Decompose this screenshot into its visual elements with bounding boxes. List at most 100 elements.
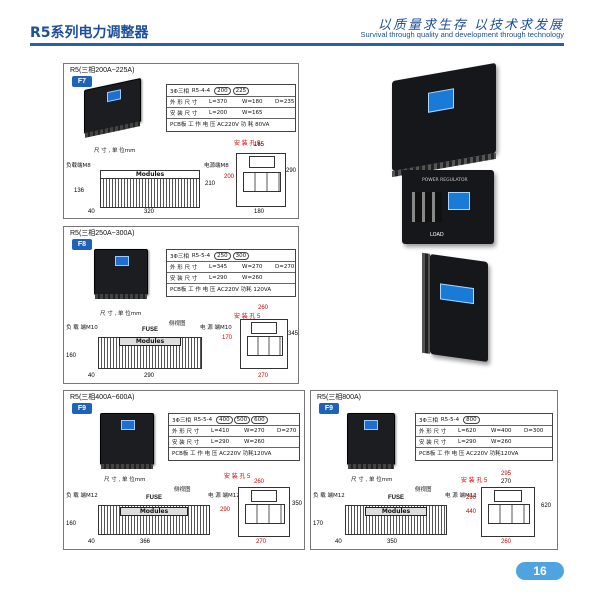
dim-w: W=400: [491, 427, 512, 434]
size-label: 外 形 尺 寸: [170, 99, 198, 106]
dim-w: W=270: [244, 427, 265, 434]
fuse-label: FUSE: [141, 327, 158, 333]
pcb-spec: PCB板 工 作 电 压 AC220V 功耗120VA: [172, 451, 272, 457]
panel-f8: R5(三相250A~300A) F8 3Φ三相 R5-5-4 250 300 外…: [63, 226, 299, 384]
plan-height-440: 440: [466, 509, 477, 515]
current-300: 300: [232, 251, 250, 260]
current-400: 400: [216, 415, 233, 424]
current-250: 250: [214, 251, 231, 260]
brand-title: R5系列电力调整器: [30, 25, 149, 41]
model-badge: F9: [72, 403, 92, 414]
panel-title: R5(三相800A): [317, 394, 361, 401]
product-photo-large: [392, 62, 496, 178]
device-image: [100, 413, 154, 469]
width-40: 40: [88, 539, 95, 545]
panel-title: R5(三相250A~300A): [70, 230, 135, 237]
plan-width-260: 260: [254, 479, 265, 485]
plan-view-drawing: [238, 487, 290, 537]
width-290: 290: [144, 373, 155, 379]
plan-height-620: 620: [541, 503, 552, 509]
plan-view-drawing: [481, 487, 535, 537]
plan-height-350: 350: [292, 501, 303, 507]
phase-label: 3Φ三相: [419, 417, 438, 424]
width-40: 40: [88, 209, 95, 215]
pcb-spec: PCB板 工 作 电 压 AC220V 功 耗 80VA: [170, 122, 270, 128]
plan-width-165: 165: [254, 142, 265, 148]
dim-d: D=270: [277, 427, 297, 434]
spec-table: 3Φ三相 R5-5-4 250 300 外 形 尺 寸 L=345 W=270 …: [166, 249, 296, 297]
install-w: W=260: [242, 274, 263, 281]
install-l: L=290: [458, 438, 477, 445]
phase-label: 3Φ三相: [172, 417, 191, 424]
size-label: 外 形 尺 寸: [419, 428, 447, 435]
mount-hole-label: 安 装 孔 5: [234, 141, 261, 147]
dim-w: W=180: [242, 98, 263, 105]
height-210: 210: [205, 181, 216, 187]
model-badge: F7: [72, 76, 92, 87]
plan-height-345: 345: [288, 331, 299, 337]
plan-width-180: 180: [254, 209, 265, 215]
pcb-spec: PCB板 工 作 电 压 AC220V 功耗 120VA: [170, 287, 272, 293]
model-code: R5-5-4: [440, 416, 460, 423]
install-w: W=260: [244, 438, 265, 445]
plan-view-drawing: [236, 153, 286, 207]
model-badge: F8: [72, 239, 92, 250]
model-code: R5-4-4: [191, 87, 211, 94]
current-200: 200: [214, 86, 231, 95]
height-170: 170: [313, 521, 324, 527]
unit-label: 尺 寸 , 单 位mm: [104, 477, 146, 483]
width-350: 350: [387, 539, 398, 545]
front-view-drawing: FUSE Modules: [98, 327, 202, 369]
model-code: R5-5-4: [191, 252, 211, 259]
side-view-label: 侧视图: [415, 487, 432, 493]
height-160: 160: [66, 521, 77, 527]
install-w: W=260: [491, 438, 512, 445]
side-view-label: 侧视图: [174, 487, 191, 493]
plan-height-170: 170: [222, 335, 233, 341]
width-366: 366: [140, 539, 151, 545]
current-800: 800: [463, 415, 480, 424]
install-label: 安 装 尺 寸: [172, 439, 200, 446]
phase-label: 3Φ三相: [170, 88, 189, 95]
plan-height-200: 200: [224, 174, 235, 180]
size-label: 外 形 尺 寸: [170, 264, 198, 271]
size-label: 外 形 尺 寸: [172, 428, 200, 435]
pcb-spec: PCB板 工 作 电 压 AC220V 功耗120VA: [419, 451, 519, 457]
install-w: W=165: [242, 109, 263, 116]
front-view-drawing: FUSE Modules: [98, 495, 210, 535]
unit-label: 尺 寸 , 单 位mm: [94, 148, 136, 154]
install-label: 安 装 尺 寸: [170, 275, 198, 282]
install-l: L=200: [209, 109, 228, 116]
front-view-drawing: FUSE Modules: [345, 495, 447, 535]
photo-brand-text: POWER REGULATOR: [422, 178, 468, 183]
product-photo-front: [422, 252, 488, 363]
width-40: 40: [335, 539, 342, 545]
load-terminal-label: 负 载 端M10: [66, 325, 98, 331]
header-rule: [30, 43, 564, 46]
plan-width-260: 260: [258, 305, 269, 311]
panel-f7: R5(三相200A~225A) F7 3Φ三相 R5-4-4 200 225 外…: [63, 63, 299, 219]
unit-label: 尺 寸 , 单 位mm: [100, 311, 142, 317]
photo-load-label: LOAD: [430, 232, 444, 238]
fuse-label: FUSE: [145, 495, 162, 501]
plan-view-drawing: [240, 319, 288, 369]
dim-l: L=620: [458, 427, 477, 434]
height-160: 160: [66, 353, 77, 359]
plan-width-260: 260: [501, 539, 512, 545]
fuse-label: FUSE: [387, 495, 404, 501]
mount-hole-label: 安 装 孔 5: [224, 474, 251, 480]
mount-hole-label: 安 装 孔 5: [234, 314, 261, 320]
mount-hole-label: 安 装 孔 5: [461, 478, 488, 484]
dim-d: D=300: [524, 427, 544, 434]
power-terminal-label: 电 源 端M12: [208, 493, 240, 499]
modules-tag: Modules: [120, 507, 188, 516]
install-label: 安 装 尺 寸: [170, 110, 198, 117]
side-view-label: 侧视图: [169, 321, 186, 327]
slogan-english: Survival through quality and development…: [360, 30, 564, 39]
height-136: 136: [74, 188, 85, 194]
load-terminal-label: 负 载 端M12: [66, 493, 98, 499]
modules-tag: Modules: [118, 337, 182, 346]
device-image: [84, 77, 141, 138]
spec-table: 3Φ三相 R5-5-4 800 外 形 尺 寸 L=620 W=400 D=30…: [415, 413, 553, 461]
current-225: 225: [232, 86, 250, 95]
